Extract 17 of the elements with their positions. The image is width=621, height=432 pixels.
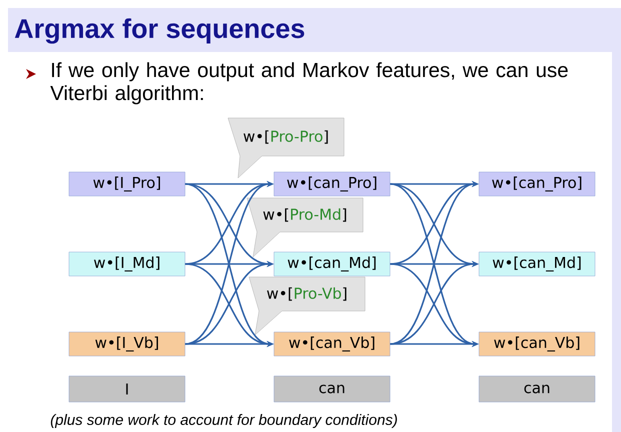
callout-bubble: w•[ Pro-Md ] (246, 198, 364, 258)
feature-box: w•[can_Md] (274, 252, 390, 276)
word-box: I (68, 376, 186, 402)
bullet-text: If we only have output and Markov features, we can use Viterbi algorithm: (50, 62, 568, 104)
feature-box: w•[can_Vb] (478, 332, 596, 356)
title: Argmax for sequences (14, 18, 304, 44)
feature-box: w•[I_Md] (68, 252, 186, 276)
feature-box: w•[I_Vb] (68, 332, 186, 356)
feature-box: w•[can_Vb] (274, 332, 390, 356)
feature-box: w•[can_Md] (478, 252, 596, 276)
note: (plus some work to account for boundary conditions) (50, 414, 397, 428)
callout-bubble: w•[ Pro-Vb] (248, 276, 366, 336)
feature-box: w•[can_Pro] (478, 172, 596, 196)
word-box: can (274, 376, 390, 402)
word-box: can (478, 376, 596, 402)
feature-box: w•[can_Pro] (274, 172, 390, 196)
feature-box: w•[I_Pro] (68, 172, 186, 196)
